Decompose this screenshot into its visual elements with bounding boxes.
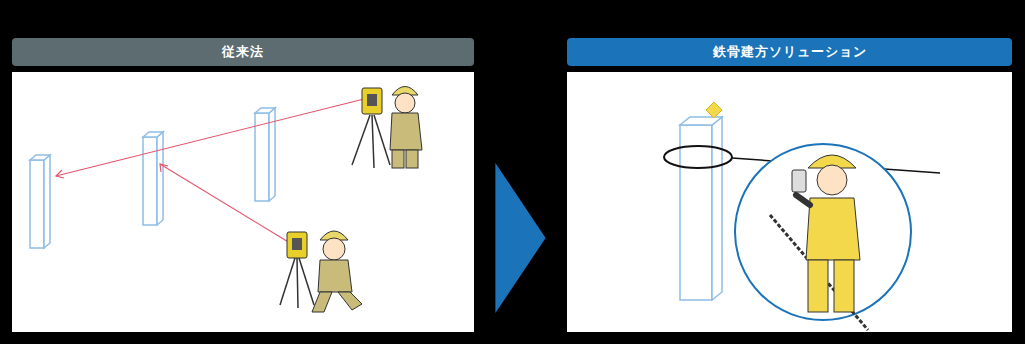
panel-header: 従来法: [12, 38, 474, 66]
panel-body: [12, 72, 474, 332]
transition-arrow: [474, 163, 567, 313]
comparison-panel: 鉄骨建方ソリューション: [567, 38, 1012, 332]
panel-header: 鉄骨建方ソリューション: [567, 38, 1012, 66]
panel-title: 鉄骨建方ソリューション: [713, 43, 867, 61]
comparison-panel: 従来法: [12, 38, 474, 332]
panel-body: [567, 72, 1012, 332]
panel-title: 従来法: [222, 43, 264, 61]
